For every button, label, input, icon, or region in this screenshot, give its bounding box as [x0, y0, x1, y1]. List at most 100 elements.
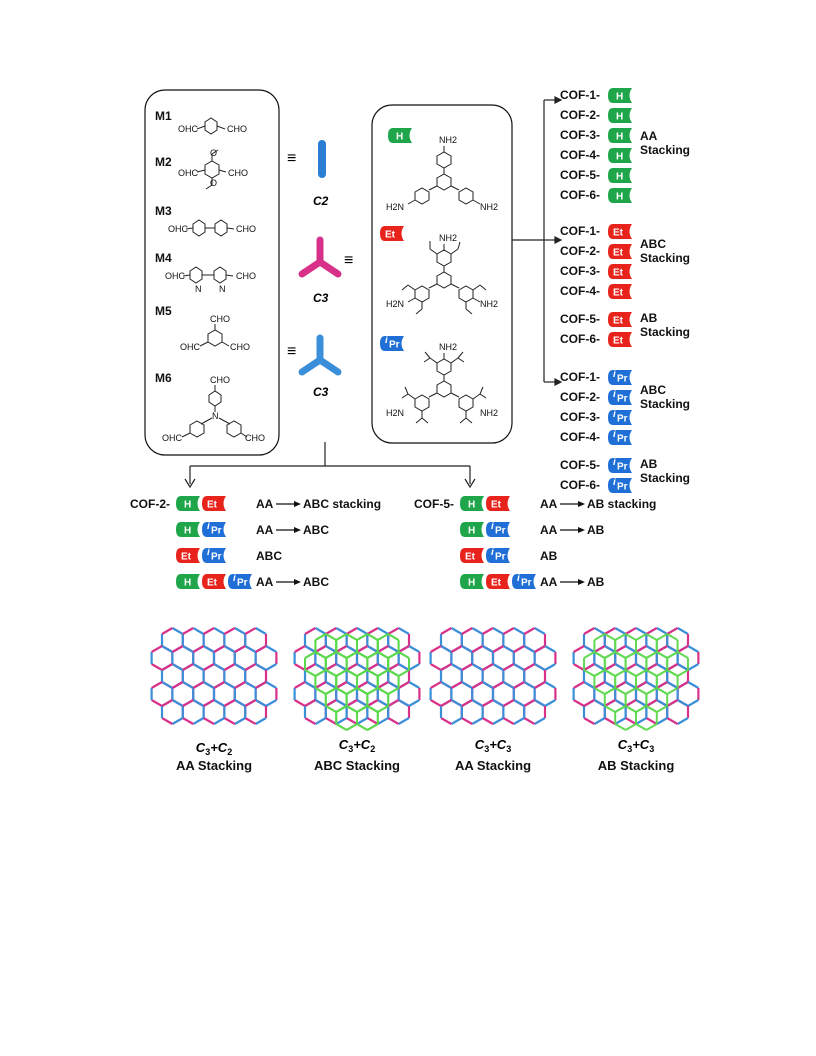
cof-group-h: COF-1-HCOF-2-HCOF-3-HCOF-4-HCOF-5-HCOF-6…	[560, 88, 690, 203]
tag-label: H	[184, 526, 191, 537]
cof-row: COF-1-H	[560, 88, 632, 103]
mixed-tag-et: Et	[486, 496, 510, 511]
cof-tag-et: Et	[608, 332, 632, 347]
stacking-note: AA	[640, 129, 658, 143]
lattice-edge	[687, 663, 699, 671]
mixed-tag-h: H	[176, 574, 200, 589]
lattice-edge	[234, 663, 246, 671]
lattice-edge	[677, 699, 689, 707]
lattice-edge	[614, 681, 627, 689]
lattice-edge	[635, 663, 647, 671]
tag-shape	[202, 574, 226, 589]
lattice-edge	[377, 627, 389, 635]
lattice-edge	[387, 717, 400, 725]
lattice-edge	[398, 717, 410, 725]
lattice-edge	[223, 645, 236, 653]
lattice-edge	[523, 681, 536, 689]
cof-tag-et: Et	[608, 244, 632, 259]
offset-edge	[635, 633, 647, 641]
lattice-edge	[513, 699, 525, 707]
tag-sup: i	[491, 521, 494, 532]
cof-name: COF-2-	[560, 390, 600, 404]
offset-edge	[604, 633, 616, 641]
lattice-edge	[666, 717, 679, 725]
lattice-edge	[192, 717, 205, 725]
tag-sup: i	[517, 573, 520, 584]
lattice-edge	[356, 699, 368, 707]
amine-tag-et: Et	[380, 226, 404, 241]
cof-name: COF-6-	[560, 332, 600, 346]
offset-edge	[645, 687, 658, 695]
offset-edge	[398, 651, 410, 659]
offset-edge	[677, 669, 689, 677]
lattice-edge	[244, 717, 257, 725]
offset-edge	[314, 651, 327, 659]
panel-combo: C3+C2	[339, 737, 375, 754]
lattice-edge	[171, 681, 184, 689]
offset-edge	[593, 633, 606, 641]
formula-right: CHO	[230, 342, 250, 352]
monomer-m1: M1 OHC CHO	[155, 109, 247, 135]
offset-edge	[398, 669, 410, 677]
tag-shape	[460, 548, 484, 563]
lattice-edge	[387, 681, 400, 689]
tag-label: H	[396, 132, 403, 143]
formula-left: OHC	[180, 342, 201, 352]
lattice-edge	[366, 645, 379, 653]
lattice-edge	[255, 717, 267, 725]
lattice-edge	[625, 699, 637, 707]
lattice-edge	[666, 627, 679, 635]
offset-edge	[635, 723, 647, 731]
offset-edge	[325, 651, 337, 659]
cof-name: COF-1-	[560, 224, 600, 238]
lattice-edge	[430, 699, 442, 707]
svg-text:O: O	[210, 178, 217, 188]
stacking-note-line2: Stacking	[640, 143, 690, 157]
stacking-note-line2: Stacking	[640, 251, 690, 265]
tag-label: Et	[613, 316, 624, 327]
lattice-edge	[294, 645, 306, 653]
lattice-edge	[614, 663, 627, 671]
offset-edge	[604, 651, 616, 659]
lattice-edge	[398, 681, 410, 689]
mixed-tag-et: Et	[460, 548, 484, 563]
lattice-edge	[656, 699, 668, 707]
lattice-edge	[335, 627, 348, 635]
tag-shape	[486, 574, 510, 589]
tag-sup: i	[613, 457, 616, 468]
lattice-edge	[304, 717, 316, 725]
offset-edge	[366, 669, 379, 677]
lattice-edge	[534, 645, 546, 653]
tag-label: Et	[613, 228, 624, 239]
lattice-edge	[223, 681, 236, 689]
offset-edge	[335, 651, 348, 659]
lattice-edge	[244, 681, 257, 689]
offset-edge	[666, 633, 679, 641]
offset-edge	[346, 705, 358, 713]
lattice-edge	[304, 699, 316, 707]
lattice-edge	[492, 627, 504, 635]
lattice-edge	[593, 645, 606, 653]
lattice-edge	[203, 717, 215, 725]
offset-edge	[625, 687, 637, 695]
lattice-edge	[335, 699, 348, 707]
lattice-edge	[656, 663, 668, 671]
tag-label: Et	[491, 500, 502, 511]
cof-name: COF-5-	[560, 312, 600, 326]
panel-caption: AB Stacking	[598, 758, 675, 773]
mixed-to: ABC	[303, 575, 329, 589]
lattice-edge	[314, 663, 327, 671]
lattice-edge	[161, 717, 173, 725]
tag-shape	[608, 108, 632, 123]
lattice-edge	[583, 627, 595, 635]
